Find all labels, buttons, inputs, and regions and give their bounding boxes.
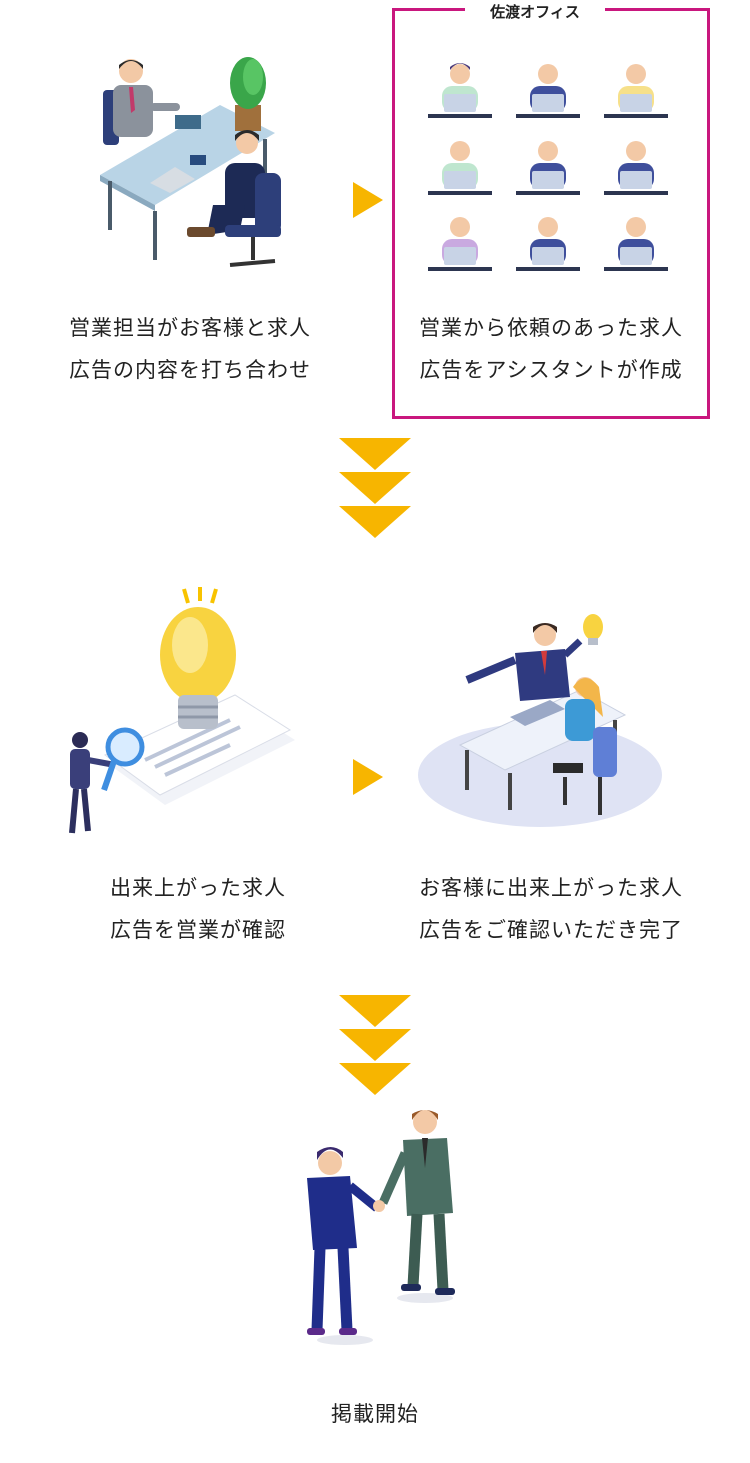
step5-label: 掲載開始: [331, 1402, 419, 1426]
step3-line2: 広告を営業が確認: [110, 918, 286, 942]
step4-line2: 広告をご確認いただき完了: [419, 918, 683, 942]
step3-caption: 出来上がった求人 広告を営業が確認: [48, 867, 348, 951]
arrow-down-icon: [339, 438, 411, 470]
step4-caption: お客様に出来上がった求人 広告をご確認いただき完了: [395, 867, 707, 951]
step2-line2: 広告をアシスタントが作成: [419, 358, 683, 382]
office-workers-grid-icon: [426, 62, 670, 271]
office-label: 佐渡オフィス: [465, 0, 605, 24]
arrow-down-icon: [339, 1029, 411, 1061]
arrow-down-icon: [339, 506, 411, 538]
step1-caption: 営業担当がお客様と求人 広告の内容を打ち合わせ: [40, 307, 340, 391]
arrow-down-icon: [339, 1063, 411, 1095]
meeting-illustration-icon: [100, 57, 281, 267]
step5-caption: 掲載開始: [275, 1393, 475, 1435]
step1-line1: 営業担当がお客様と求人: [69, 316, 311, 340]
presentation-illustration-icon: [418, 614, 662, 827]
handshake-illustration-icon: [307, 1110, 455, 1345]
lightbulb-review-icon: [69, 587, 295, 834]
arrow-right-icon: [353, 182, 383, 218]
step2-line1: 営業から依頼のあった求人: [419, 316, 683, 340]
step2-caption: 営業から依頼のあった求人 広告をアシスタントが作成: [395, 307, 707, 391]
step4-line1: お客様に出来上がった求人: [419, 876, 683, 900]
step3-line1: 出来上がった求人: [110, 876, 286, 900]
arrow-right-icon: [353, 759, 383, 795]
arrow-down-icon: [339, 995, 411, 1027]
arrow-down-icon: [339, 472, 411, 504]
step1-line2: 広告の内容を打ち合わせ: [69, 358, 311, 382]
